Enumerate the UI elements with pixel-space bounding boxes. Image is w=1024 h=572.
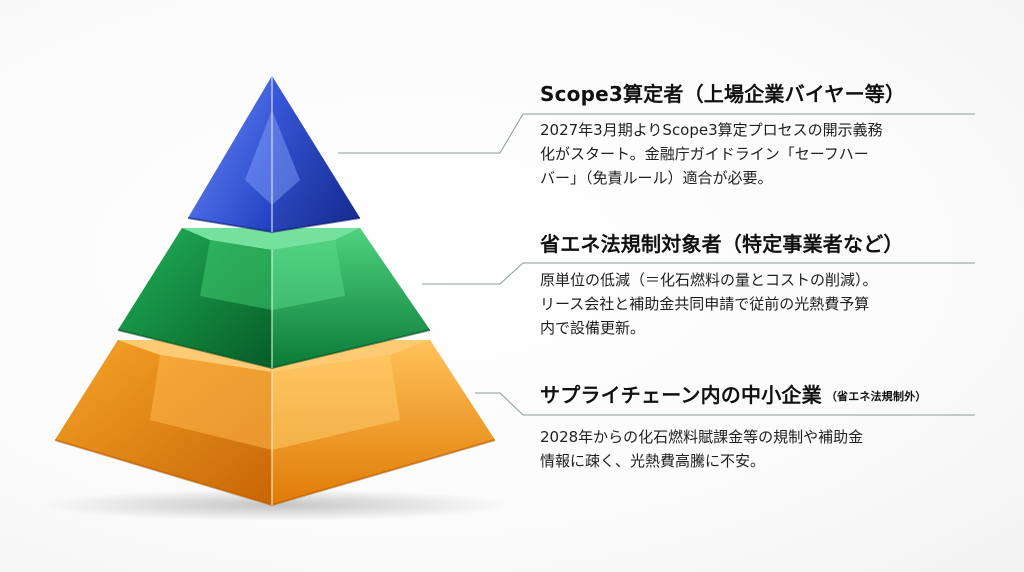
tier-block-bottom: サプライチェーン内の中小企業（省エネ法規制外） 2028年からの化石燃料賦課金等… [540, 381, 1010, 473]
tier-title-bottom: サプライチェーン内の中小企業 [540, 383, 822, 407]
tier-description-line: 情報に疎く、光熱費高騰に不安。 [540, 452, 766, 470]
tier-description-line: 化がスタート。金融庁ガイドライン「セーフハー [540, 145, 869, 163]
leader-line-middle [422, 262, 975, 285]
tier-description-line: 2028年からの化石燃料賦課金等の規制や補助金 [540, 428, 864, 446]
tier-description-bottom: 2028年からの化石燃料賦課金等の規制や補助金 情報に疎く、光熱費高騰に不安。 [540, 425, 1010, 473]
tier-description-top: 2027年3月期よりScope3算定プロセスの開示義務 化がスタート。金融庁ガイ… [540, 118, 1010, 190]
pyramid-tier-top [187, 76, 361, 234]
tier-title-middle: 省エネ法規制対象者（特定事業者など） [540, 232, 904, 256]
leader-line-bottom [475, 392, 975, 416]
pyramid-tier-bottom [54, 340, 496, 507]
tier-description-line: バー」（免責ルール）適合が必要。 [540, 169, 773, 187]
tier-block-top: Scope3算定者（上場企業バイヤー等） 2027年3月期よりScope3算定プ… [540, 80, 1010, 190]
pyramid-tier-middle [117, 228, 431, 370]
leader-line-top [338, 113, 975, 154]
tier-description-line: リース会社と補助金共同申請で従前の光熱費予算 [540, 295, 870, 313]
tier-description-line: 原単位の低減（＝化石燃料の量とコストの削減）。 [540, 271, 878, 289]
tier-description-line: 2027年3月期よりScope3算定プロセスの開示義務 [540, 121, 883, 139]
tier-title-note: （省エネ法規制外） [825, 390, 927, 403]
tier-block-middle: 省エネ法規制対象者（特定事業者など） 原単位の低減（＝化石燃料の量とコストの削減… [540, 230, 1010, 340]
tier-title-top: Scope3算定者（上場企業バイヤー等） [540, 82, 906, 106]
tier-description-line: 内で設備更新。 [540, 319, 646, 337]
tier-title-bottom-row: サプライチェーン内の中小企業（省エネ法規制外） [540, 381, 1010, 411]
tier-description-middle: 原単位の低減（＝化石燃料の量とコストの削減）。 リース会社と補助金共同申請で従前… [540, 268, 1010, 340]
